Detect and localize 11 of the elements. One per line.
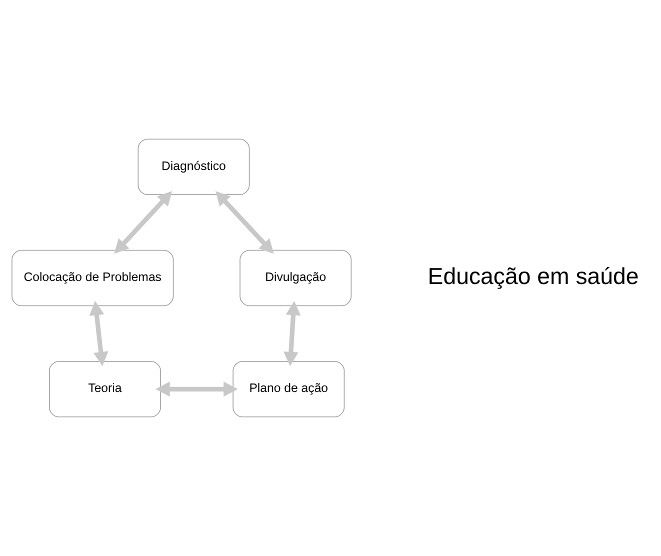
node-box: Colocação de Problemas xyxy=(12,250,174,306)
node-box: Diagnóstico xyxy=(138,138,250,196)
arrow xyxy=(114,191,172,254)
arrow xyxy=(156,382,238,397)
label: Educação em saúde xyxy=(428,262,639,289)
node-box: Divulgação xyxy=(240,250,352,306)
arrow xyxy=(216,191,274,254)
arrow xyxy=(89,300,108,366)
node-box: Teoria xyxy=(49,360,161,418)
node-box: Plano de ação xyxy=(232,360,345,418)
arrow xyxy=(283,300,301,366)
